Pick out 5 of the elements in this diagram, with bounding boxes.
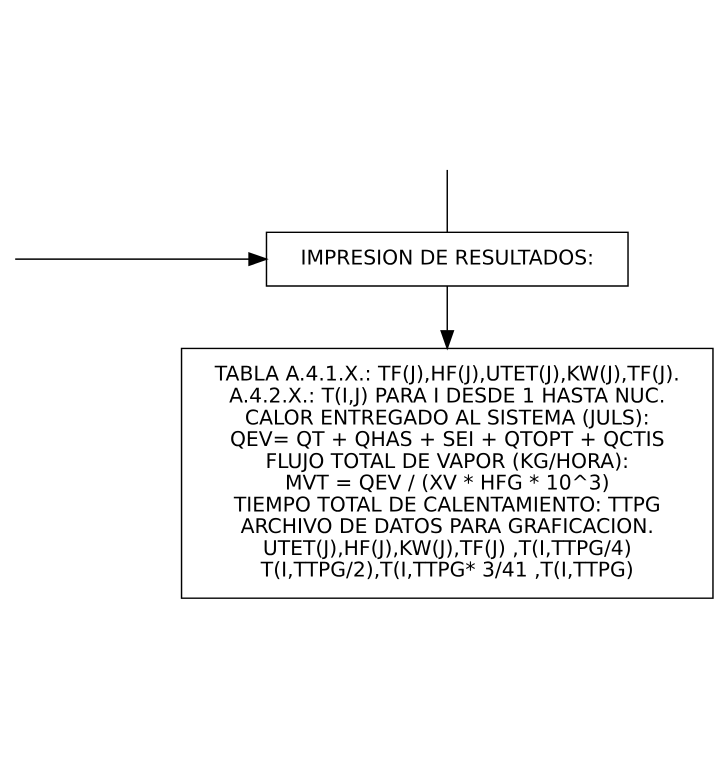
connector <box>446 169 448 232</box>
node-box: IMPRESION DE RESULTADOS: <box>266 231 629 286</box>
arrow <box>440 286 454 350</box>
arrow <box>15 252 269 266</box>
node-box: TABLA A.4.1.X.: TF(J),HF(J),UTET(J),KW(J),TF(J). A.4.2.X.: T(I,J) PARA I DESDE 1 HASTA NUC. CALOR ENTREGADO AL SISTEMA (JULS): QEV= QT + QHAS + SEI + QTOPT + QCTIS FLUJO TOTAL DE VAPOR (KG/HORA): MVT = QEV / (XV * HFG * 10^3) TIEMPO TOTAL DE CALENTAMIENTO: TTPG ARCHIVO DE DATOS PARA GRAFICACION. UTET(J),HF(J),KW(J),TF(J) ,T(I,TTPG/4) T(I,TTPG/2),T(I,TTPG* 3/41 ,T(I,TTPG) <box>180 347 714 598</box>
